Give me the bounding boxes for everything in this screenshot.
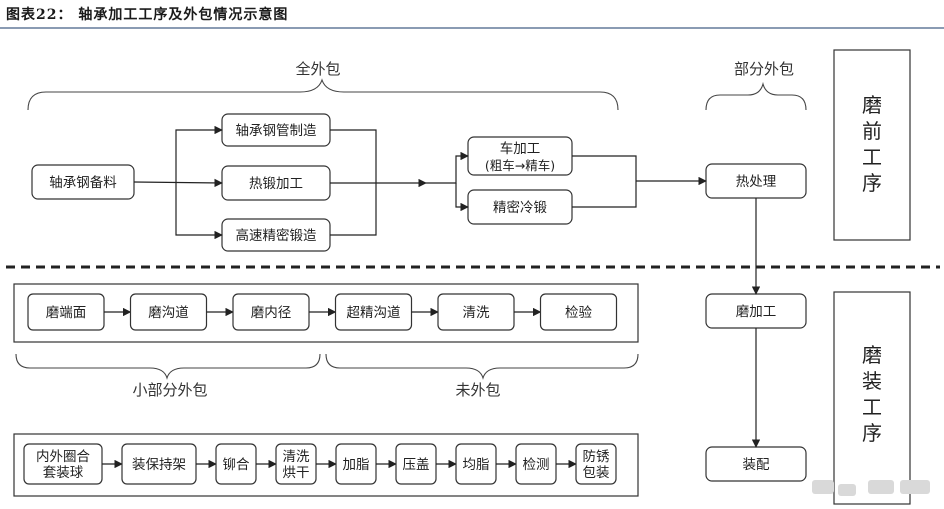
assembly-step-label: 烘干: [283, 465, 310, 481]
edge-turning-out: [572, 155, 637, 181]
grind-step-label: 磨端面: [46, 305, 87, 321]
edge-cold-out: [572, 181, 637, 208]
stage-grinding-assembly-char-2: 装: [862, 369, 882, 393]
assembly-step-label: 检测: [523, 457, 550, 473]
node-steel-prep-label: 轴承钢备料: [49, 174, 117, 191]
assembly-step-label: 装保持架: [132, 457, 186, 473]
grind-step-label: 磨内径: [251, 305, 292, 321]
assembly-step-label: 套装球: [43, 465, 84, 481]
full-outsource-brace: [27, 78, 619, 111]
partial-outsource-brace: [705, 81, 807, 111]
not-outsourced-label: 未外包: [455, 381, 500, 399]
edge-prep-tube: [175, 125, 223, 182]
node-precision-forging-label: 高速精密锻造: [236, 227, 317, 244]
grinding-detail-frame: [13, 283, 639, 343]
node-grinding-label: 磨加工: [736, 304, 777, 320]
grinding-steps-row: 磨端面 磨沟道 磨内径 超精沟道 清洗 检验: [27, 293, 618, 331]
not-outsourced-brace: [325, 353, 639, 380]
edge-to-turning: [426, 151, 469, 184]
node-steel-tube-label: 轴承钢管制造: [236, 123, 317, 139]
assembly-step-label: 加脂: [343, 457, 370, 473]
assembly-detail-frame: [13, 433, 639, 497]
small-partial-label: 小部分外包: [132, 381, 207, 399]
node-assembly-label: 装配: [743, 457, 771, 473]
assembly-step-label: 压盖: [403, 457, 430, 473]
stage-grinding-assembly-char-1: 磨: [862, 343, 882, 367]
node-cold-forging-label: 精密冷锻: [493, 199, 547, 216]
grind-step-label: 超精沟道: [347, 305, 401, 321]
stage-grinding-assembly-char-4: 序: [862, 421, 882, 445]
assembly-step-label: 清洗: [283, 449, 310, 465]
grind-step-label: 清洗: [463, 305, 490, 321]
assembly-step-label: 铆合: [223, 457, 250, 473]
edge-tube-merge: [330, 129, 377, 183]
stage-grinding-assembly: [833, 291, 911, 505]
assembly-step-label: 包装: [583, 465, 610, 481]
node-turning-label-2: (粗车→精车): [485, 158, 555, 173]
grind-step-label: 检验: [565, 305, 593, 321]
stage-pre-grinding-char-3: 工: [862, 145, 882, 169]
title-divider: [0, 27, 944, 29]
assembly-step-label: 内外圈合: [36, 449, 90, 465]
stage-pre-grinding-char-2: 前: [862, 119, 882, 143]
edge-prep-hot: [133, 178, 223, 188]
assembly-step-label: 防锈: [583, 449, 611, 465]
watermark: [812, 480, 930, 496]
assembly-step: [575, 443, 617, 485]
node-heat-treat-label: 热处理: [736, 174, 777, 190]
stage-pre-grinding-char-4: 序: [862, 171, 882, 195]
partial-outsource-label: 部分外包: [734, 60, 794, 78]
edge-to-cold: [455, 183, 469, 212]
edge-prep-precision: [175, 182, 223, 240]
stage-grinding-assembly-char-3: 工: [862, 395, 882, 419]
node-hot-forging-label: 热锻加工: [249, 176, 303, 192]
figure-title: 图表22： 轴承加工工序及外包情况示意图: [6, 7, 289, 23]
grind-step: [539, 293, 618, 331]
grind-step-label: 磨沟道: [148, 305, 189, 321]
full-outsource-label: 全外包: [295, 60, 340, 78]
edge-precision-merge: [330, 183, 377, 236]
stage-pre-grinding-char-1: 磨: [862, 93, 882, 117]
stage-pre-grinding: [833, 49, 911, 241]
node-turning-label-1: 车加工: [500, 140, 541, 157]
small-partial-brace: [15, 353, 321, 380]
assembly-step-label: 均脂: [463, 457, 490, 473]
